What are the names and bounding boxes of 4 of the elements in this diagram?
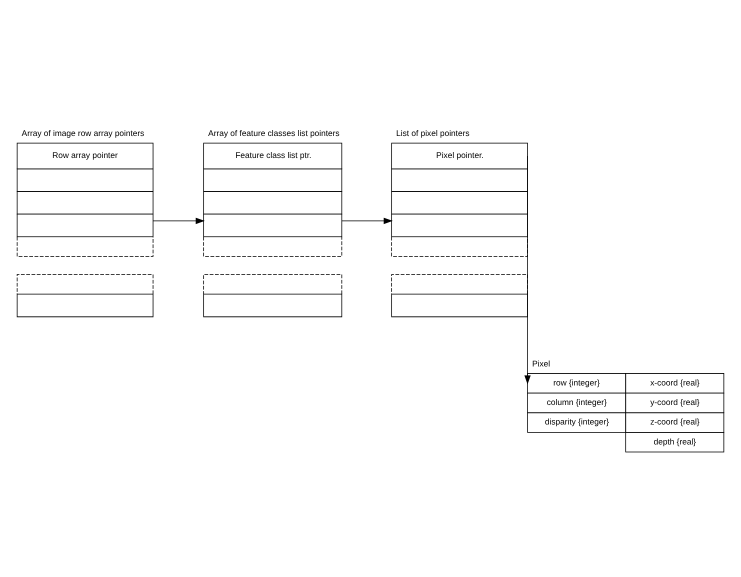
- node-label: Pixel: [532, 358, 550, 368]
- node-label: List of pixel pointers: [396, 128, 470, 138]
- node-label: Array of image row array pointers: [22, 128, 144, 138]
- node-label: Array of feature classes list pointers: [208, 128, 340, 138]
